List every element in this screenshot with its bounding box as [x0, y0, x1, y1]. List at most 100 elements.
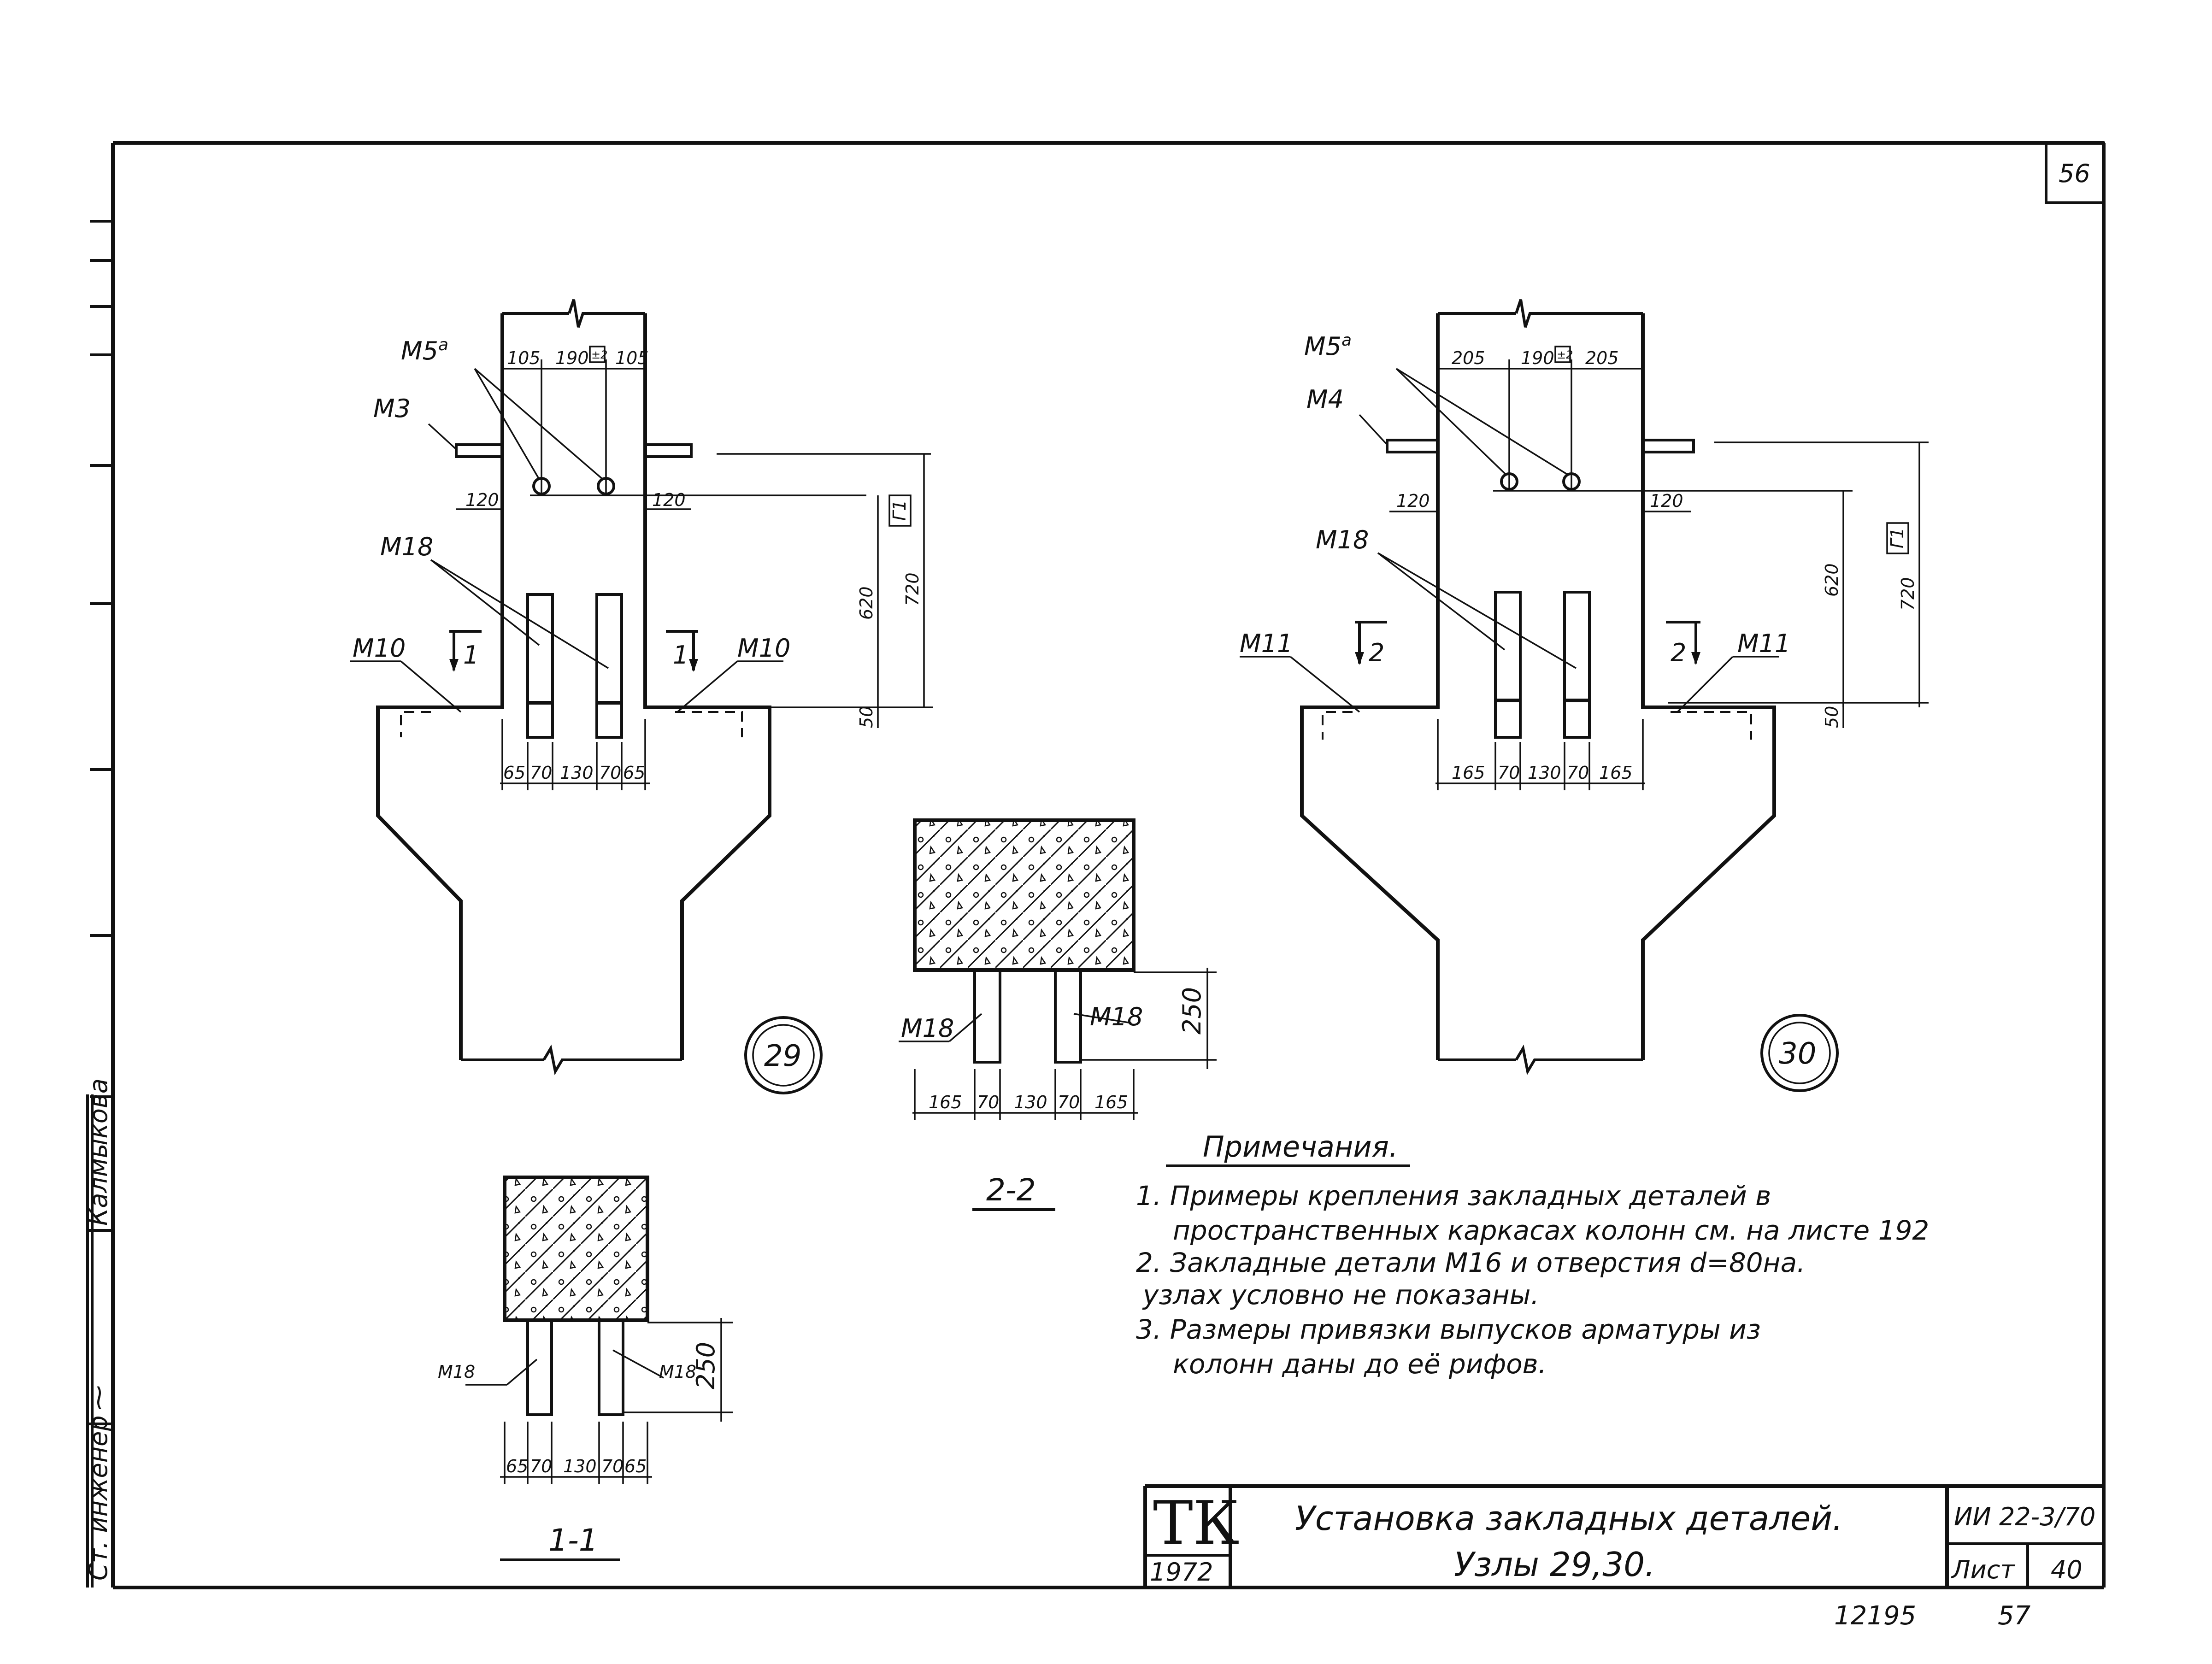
node29-m10-left-label: М10 — [353, 634, 406, 663]
node30-cut-left: 2 — [1369, 638, 1384, 667]
archive-number: 12195 — [1834, 1601, 1916, 1631]
node30-box-mark: Г1 — [1887, 528, 1907, 548]
title-block-logo: ТК — [1153, 1488, 1239, 1558]
node30-badge: 30 — [1779, 1037, 1816, 1071]
section11-dim-bottom-4: 70 — [601, 1456, 624, 1476]
node29-m5a-label: М5а — [401, 335, 448, 366]
series-code: ИИ 22-3/70 — [1954, 1502, 2095, 1531]
node29-column-outline — [376, 313, 504, 1060]
node29-box-mark: Г1 — [889, 500, 910, 521]
node29-dim-top-2: 190 — [555, 348, 589, 368]
sheet-frame — [86, 141, 2106, 1589]
node30-cut-right: 2 — [1671, 638, 1686, 667]
section22-dim-bottom-2: 70 — [977, 1092, 999, 1112]
drawing-title-line-1: Установка закладных деталей. — [1295, 1499, 1843, 1538]
node30-dim-bottom-2: 70 — [1498, 763, 1520, 783]
side-stamp-role: Ст. инженер — [84, 1415, 113, 1581]
node30-m5a-label: М5а — [1304, 331, 1352, 361]
node29-dim-top-3: 105 — [615, 348, 649, 368]
node30-dim-top-2: 190 — [1521, 348, 1554, 368]
node30-m11-left-label: М11 — [1240, 629, 1293, 658]
section-2-2 — [899, 818, 1217, 1211]
node29-dim-120-right: 120 — [652, 490, 686, 510]
section22-bar-left — [973, 969, 1001, 1064]
node29-dim-bottom-4: 70 — [599, 763, 621, 783]
node30-box-mark-frame — [1886, 522, 1909, 554]
notes-line-4: узлах условно не показаны. — [1142, 1279, 1539, 1311]
section-1-1 — [465, 1176, 733, 1561]
section22-dim-bottom-5: 165 — [1094, 1092, 1128, 1112]
node29-bar-left — [526, 593, 554, 739]
node-29 — [350, 299, 933, 1094]
node30-dim-50: 50 — [1822, 706, 1842, 728]
section22-dim-bottom-4: 70 — [1058, 1092, 1080, 1112]
node30-dim-top-3: 205 — [1585, 348, 1619, 368]
section22-dim-250: 250 — [1177, 987, 1206, 1035]
node29-dim-620: 620 — [856, 586, 877, 620]
notes-line-1: 1. Примеры крепления закладных деталей в — [1136, 1180, 1771, 1211]
sheet-label: Лист — [1951, 1555, 2015, 1584]
section11-dim-bottom-3: 130 — [563, 1456, 597, 1476]
notes-heading: Примечания. — [1203, 1130, 1398, 1164]
node30-m18-label: М18 — [1316, 525, 1369, 554]
node29-m18-label: М18 — [380, 532, 433, 561]
node30-bar-right — [1563, 591, 1591, 739]
node30-m11-right-label: М11 — [1737, 629, 1790, 658]
node29-dim-bottom-1: 65 — [503, 763, 525, 783]
section22-dim-bottom-1: 165 — [929, 1092, 962, 1112]
node30-dim-620: 620 — [1822, 563, 1842, 597]
node29-badge-outer — [744, 1016, 823, 1094]
node29-box-mark-frame — [888, 494, 912, 527]
section22-bar-right — [1054, 969, 1082, 1064]
node29-dim-50: 50 — [856, 706, 877, 728]
node29-dim-bottom-3: 130 — [560, 763, 594, 783]
node30-column-outline — [1300, 313, 1440, 1060]
node29-m3-label: М3 — [373, 394, 411, 423]
section22-m18-right: М18 — [1090, 1002, 1143, 1031]
page-number: 56 — [2059, 159, 2090, 188]
node30-dim-bottom-5: 165 — [1599, 763, 1633, 783]
node29-m10-right-label: М10 — [737, 634, 790, 663]
node30-dim-bottom-1: 165 — [1452, 763, 1485, 783]
node-30 — [1240, 299, 1929, 1092]
page-number-box — [2045, 141, 2105, 204]
node30-dim-bottom-3: 130 — [1528, 763, 1561, 783]
section22-title: 2-2 — [986, 1172, 1036, 1208]
section11-dim-250: 250 — [691, 1342, 720, 1389]
side-stamp-name: Калмыкова — [84, 1078, 113, 1226]
section11-m18-right: М18 — [659, 1362, 696, 1382]
section11-dim-bottom-2: 70 — [530, 1456, 552, 1476]
section22-dim-bottom-3: 130 — [1014, 1092, 1047, 1112]
node30-dim-120-right: 120 — [1650, 491, 1683, 511]
section22-m18-left: М18 — [901, 1014, 954, 1043]
node30-dim-720: 720 — [1898, 577, 1918, 611]
notes-line-3: 2. Закладные детали М16 и отверстия d=80… — [1136, 1247, 1806, 1278]
node29-dim-120-left: 120 — [465, 490, 499, 510]
sheet-number: 40 — [2051, 1555, 2083, 1584]
section11-concrete — [503, 1176, 649, 1322]
notes-line-2: пространственных каркасах колонн см. на … — [1173, 1215, 1929, 1246]
node29-dim-bottom-2: 70 — [530, 763, 552, 783]
title-block-year: 1972 — [1150, 1558, 1213, 1587]
node29-badge: 29 — [764, 1039, 801, 1073]
node29-dim-bottom-5: 65 — [623, 763, 645, 783]
section11-bar-left — [526, 1319, 553, 1416]
node30-dim-120-left: 120 — [1396, 491, 1430, 511]
node29-tol: ±2 — [591, 348, 607, 361]
archive-page: 57 — [1998, 1601, 2031, 1631]
node30-tol: ±2 — [1557, 348, 1573, 361]
node29-tol-box — [589, 346, 606, 363]
node30-tol-box — [1554, 346, 1571, 363]
side-stamp-signature: ⁓ — [84, 1385, 113, 1410]
section11-m18-left: М18 — [438, 1362, 475, 1382]
section22-concrete — [913, 818, 1135, 972]
section11-dim-bottom-1: 65 — [506, 1456, 528, 1476]
drawing-title-line-2: Узлы 29,30. — [1454, 1545, 1655, 1584]
section11-bar-right — [598, 1319, 624, 1416]
node30-dim-top-1: 205 — [1452, 348, 1485, 368]
node29-cut-right: 1 — [673, 641, 688, 670]
node29-bar-right — [595, 593, 623, 739]
node30-dim-bottom-4: 70 — [1567, 763, 1589, 783]
notes-line-5: 3. Размеры привязки выпусков арматуры из — [1136, 1314, 1761, 1345]
